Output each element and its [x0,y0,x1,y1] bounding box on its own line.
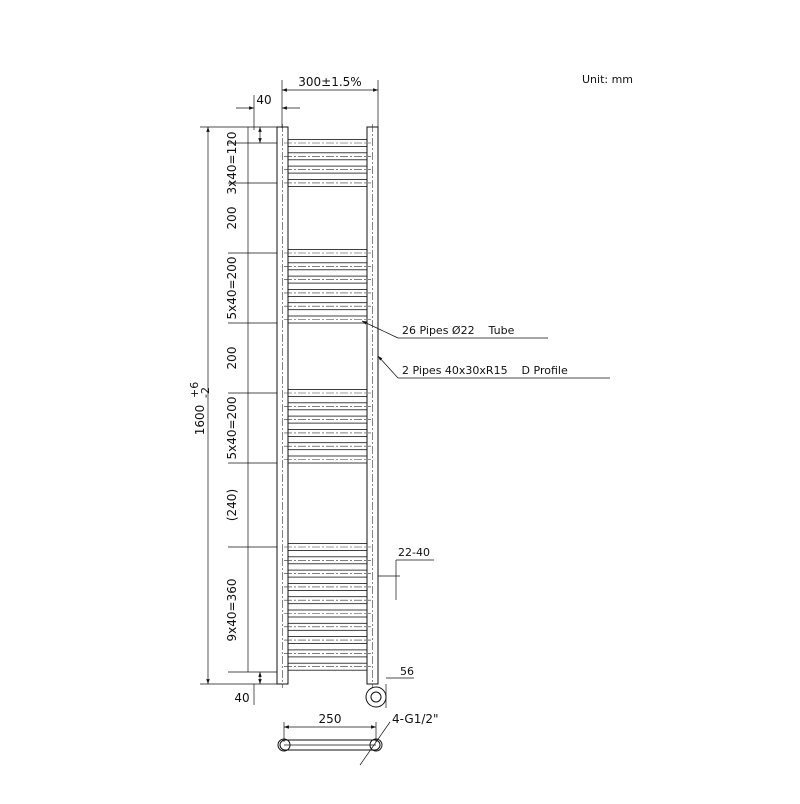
profile-callout: 2 Pipes 40x30xR15 D Profile [377,355,610,379]
segment-dimensions: 3x40=120 200 5x40=200 200 5x40=200 (240)… [225,127,277,705]
width-label: 300±1.5% [298,75,361,89]
side-gap-dimension: 40 [236,93,300,130]
group4-label: 9x40=360 [225,579,239,642]
bottom-gap-label: 40 [234,691,249,705]
group1-label: 3x40=120 [225,132,239,195]
group2-label: 5x40=200 [225,257,239,320]
group3-label: 5x40=200 [225,397,239,460]
gap3-label: (240) [225,489,239,521]
height-sup: +6 [188,382,201,398]
side-gap-label: 40 [256,93,271,107]
radiator-front-view [276,124,379,688]
profile-callout-label: 2 Pipes 40x30xR15 D Profile [402,364,568,377]
pipe-centres-label: 250 [319,712,342,726]
width-dimension: 300±1.5% [281,75,379,128]
tube-callout: 26 Pipes Ø22 Tube [361,320,548,339]
offset-label: 22-40 [398,546,430,559]
bottom-view: 250 4-G1/2" [277,712,439,766]
connection-label: 4-G1/2" [392,712,439,726]
gap1-label: 200 [225,207,239,230]
tube-group [284,139,371,671]
unit-label: Unit: mm [582,73,633,86]
height-sub: -2 [199,387,212,398]
depth-label: 56 [400,665,414,678]
gap2-label: 200 [225,347,239,370]
height-dimension: 1600 +6 -2 [188,126,277,685]
connection-detail: 56 [365,665,414,708]
offset-dimension: 22-40 [378,546,434,600]
tube-callout-label: 26 Pipes Ø22 Tube [402,324,515,337]
height-label: 1600 [193,405,207,436]
